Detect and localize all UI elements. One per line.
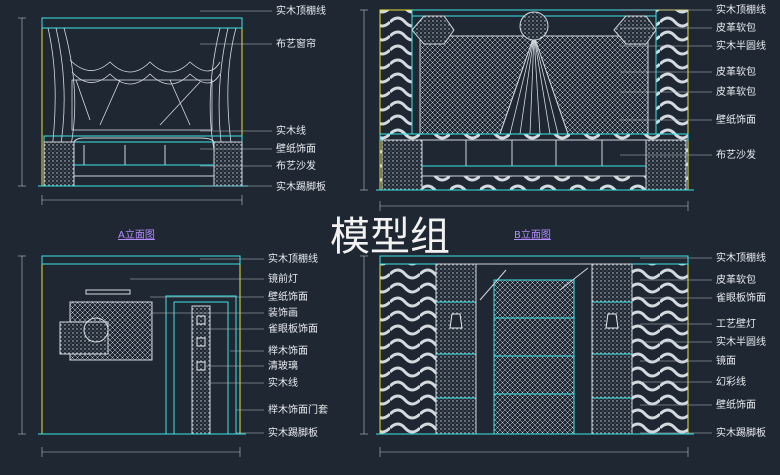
label-leather-panel-d: 皮革软包 [716,273,756,286]
label-wallpaper-d: 壁纸饰面 [716,398,756,411]
view-title-a: A立面图 [118,228,155,241]
label-leather-panel-1: 皮革软包 [716,21,756,34]
label-beech-door-casing: 榉木饰面门套 [268,403,328,416]
label-wood-trim: 实木线 [276,124,306,137]
sofa-a [43,135,243,187]
label-ceiling-molding-d: 实木顶棚线 [716,251,766,264]
label-ceiling-molding-c: 实木顶棚线 [268,252,318,265]
label-leather-panel-3: 皮革软包 [716,85,756,98]
birdseye-pillar-left [435,263,477,435]
wall-lamp-icon [449,313,463,329]
door-frame [165,295,237,435]
label-wallpaper-b: 壁纸饰面 [716,113,756,126]
label-half-round-molding-d: 实木半圆线 [716,335,766,348]
elevation-view-d: 实木顶棚线 皮革软包 雀眼板饰面 工艺壁灯 实木半圆线 镜面 幻彩线 壁纸饰面 … [360,251,766,457]
curtain-drawing [47,27,237,151]
wall-lamp-icon [605,313,619,329]
label-fabric-sofa-b: 布艺沙发 [716,148,756,161]
label-decorative-painting: 装饰画 [268,306,298,319]
label-fabric-sofa: 布艺沙发 [276,159,316,172]
sofa-b [379,133,689,191]
view-title-b: B立面图 [514,228,551,241]
label-leather-panel-2: 皮革软包 [716,65,756,78]
label-skirting-board: 实木踢脚板 [276,180,326,193]
label-iridescent-line: 幻彩线 [716,375,746,388]
label-birdseye-veneer-d: 雀眼板饰面 [716,291,766,304]
label-wallpaper-c: 壁纸饰面 [268,290,308,303]
watermark: 模型组 [330,214,450,260]
elevation-view-b: 实木顶棚线 皮革软包 实木半圆线 皮革软包 皮革软包 壁纸饰面 布艺沙发 [360,3,766,211]
label-skirting-board-d: 实木踢脚板 [716,426,766,439]
elevation-view-c: 实木顶棚线 镜前灯 壁纸饰面 装饰画 雀眼板饰面 榉木饰面 清玻璃 实木线 榉木… [18,252,328,457]
label-skirting-board-c: 实木踢脚板 [268,426,318,439]
decorative-painting [59,301,153,361]
label-wallpaper: 壁纸饰面 [276,142,316,155]
central-leather-panel [479,267,589,435]
label-art-wall-lamp: 工艺壁灯 [716,317,756,330]
label-wood-trim-c: 实木线 [268,376,298,389]
label-fabric-curtain: 布艺窗帘 [276,37,316,50]
elevation-view-a: 实木顶棚线 布艺窗帘 实木线 壁纸饰面 布艺沙发 实木踢脚板 [18,4,326,205]
label-mirror-surface: 镜面 [716,354,736,367]
label-ceiling-molding: 实木顶棚线 [276,4,326,17]
label-clear-glass: 清玻璃 [268,359,298,372]
label-birdseye-veneer: 雀眼板饰面 [268,322,318,335]
label-ceiling-molding-b: 实木顶棚线 [716,3,766,16]
leather-panel-fan [411,11,657,135]
birdseye-pillar-right [591,263,633,435]
mirror-light [85,289,131,295]
label-half-round-molding: 实木半圆线 [716,39,766,52]
label-mirror-light: 镜前灯 [268,272,298,285]
label-beech-veneer: 榉木饰面 [268,344,308,357]
